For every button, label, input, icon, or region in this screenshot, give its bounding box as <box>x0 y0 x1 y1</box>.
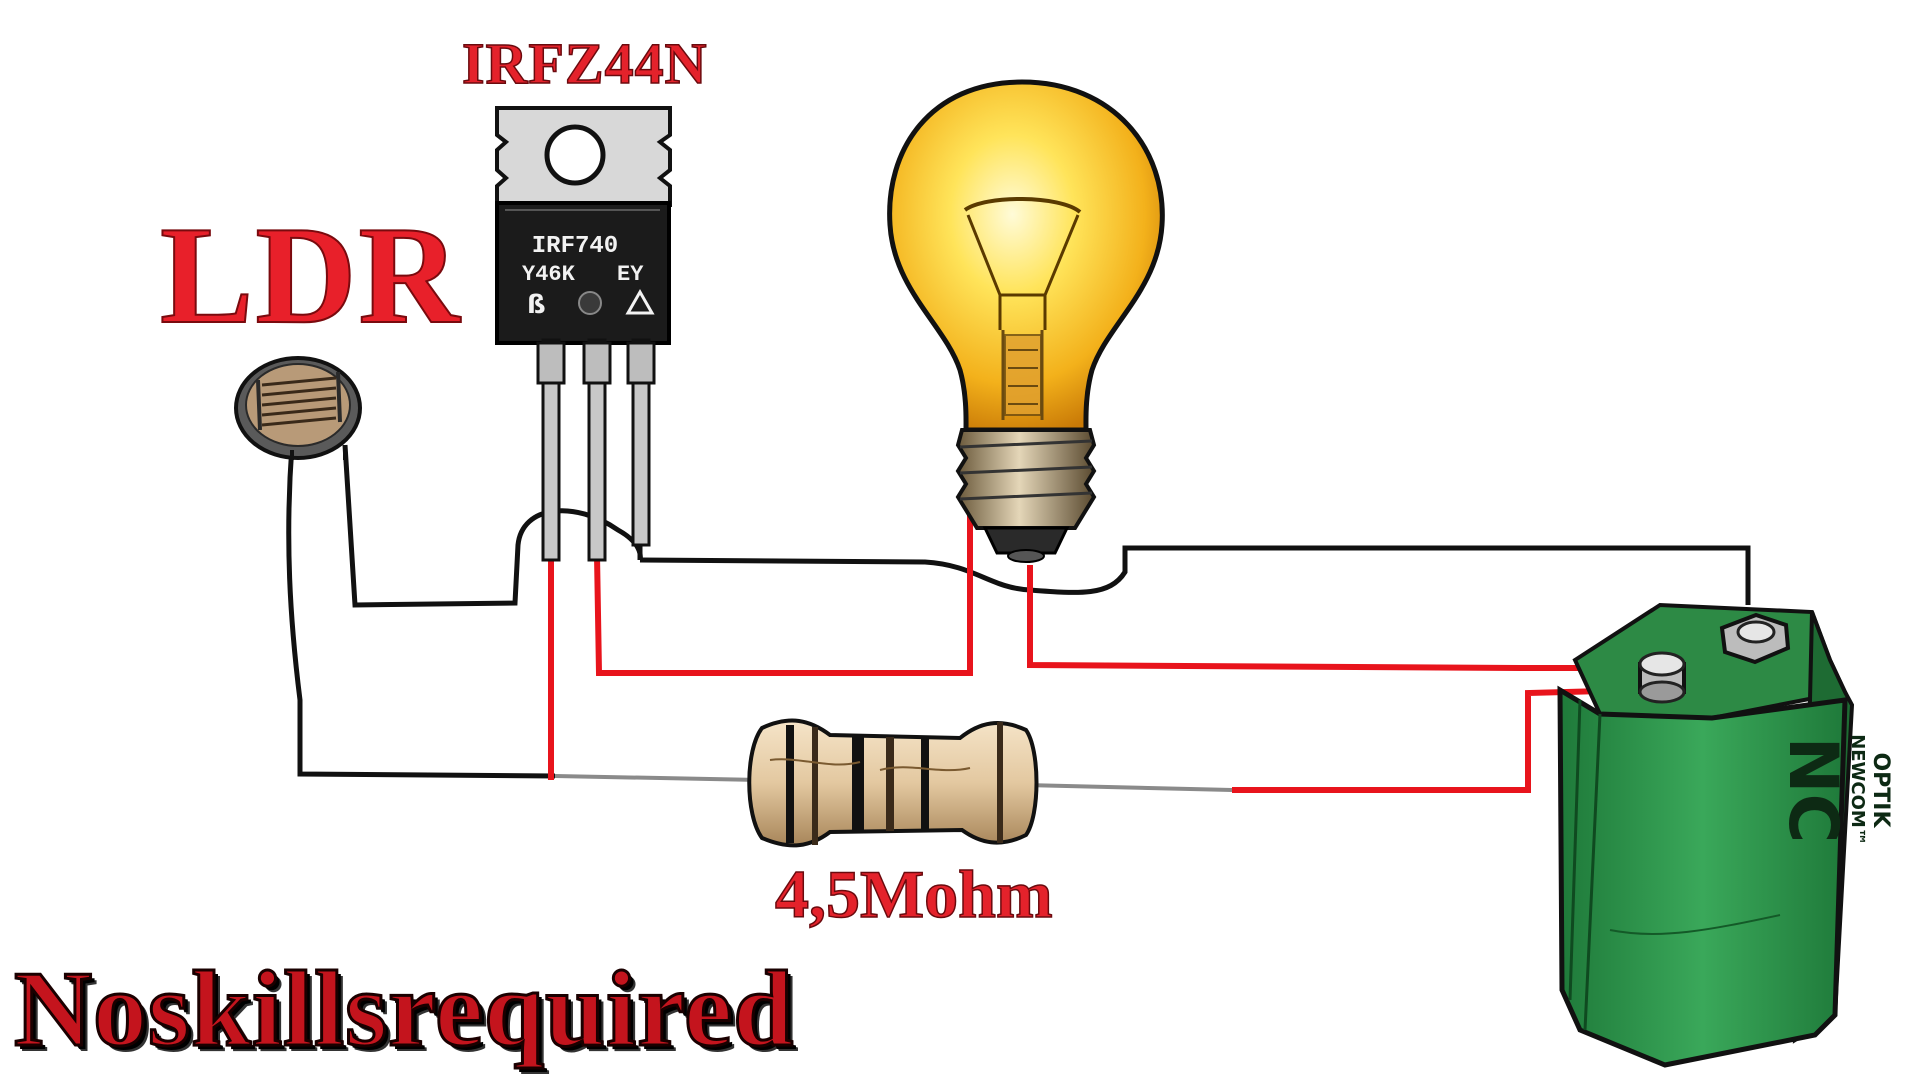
mosfet-dot-icon <box>578 291 602 315</box>
resistor-lead-left <box>554 774 761 782</box>
resistor <box>747 718 1039 848</box>
wire-ldr-left-to-resistor <box>286 444 556 779</box>
mosfet-logo-icon: ß <box>527 290 546 320</box>
battery-terminal-negative-icon <box>1719 612 1791 665</box>
mosfet-transistor: IRF740 Y46K EY ß <box>495 106 672 562</box>
battery-logo-line2: OPTIK <box>1868 752 1893 828</box>
wire-drain-to-lamp <box>594 490 973 676</box>
ldr-label: LDR <box>159 197 462 354</box>
battery-9v: NC NEWCOM™ OPTIK <box>1557 602 1893 1068</box>
battery-logo-line1: NEWCOM™ <box>1847 734 1868 846</box>
light-bulb <box>887 79 1165 563</box>
mosfet-marking-line2-right: EY <box>617 262 644 287</box>
wire-source-to-battery <box>639 545 1751 605</box>
battery-logo: NC NEWCOM™ OPTIK <box>1773 734 1893 846</box>
resistor-lead-right <box>1024 783 1233 792</box>
mosfet-marking-line2-left: Y46K <box>522 262 576 287</box>
battery-terminal-positive-icon <box>1638 651 1686 704</box>
ldr-photoresistor <box>234 356 362 460</box>
battery-logo-initials: NC <box>1773 737 1852 844</box>
resistor-value-label: 4,5Mohm <box>774 855 1053 933</box>
wire-resistor-to-battery <box>1232 687 1641 793</box>
mosfet-triangle-icon <box>625 288 655 315</box>
brand-watermark: Noskillsrequired <box>12 949 795 1071</box>
mosfet-marking-line1: IRF740 <box>532 233 618 260</box>
mosfet-label: IRFZ44N <box>461 30 708 97</box>
